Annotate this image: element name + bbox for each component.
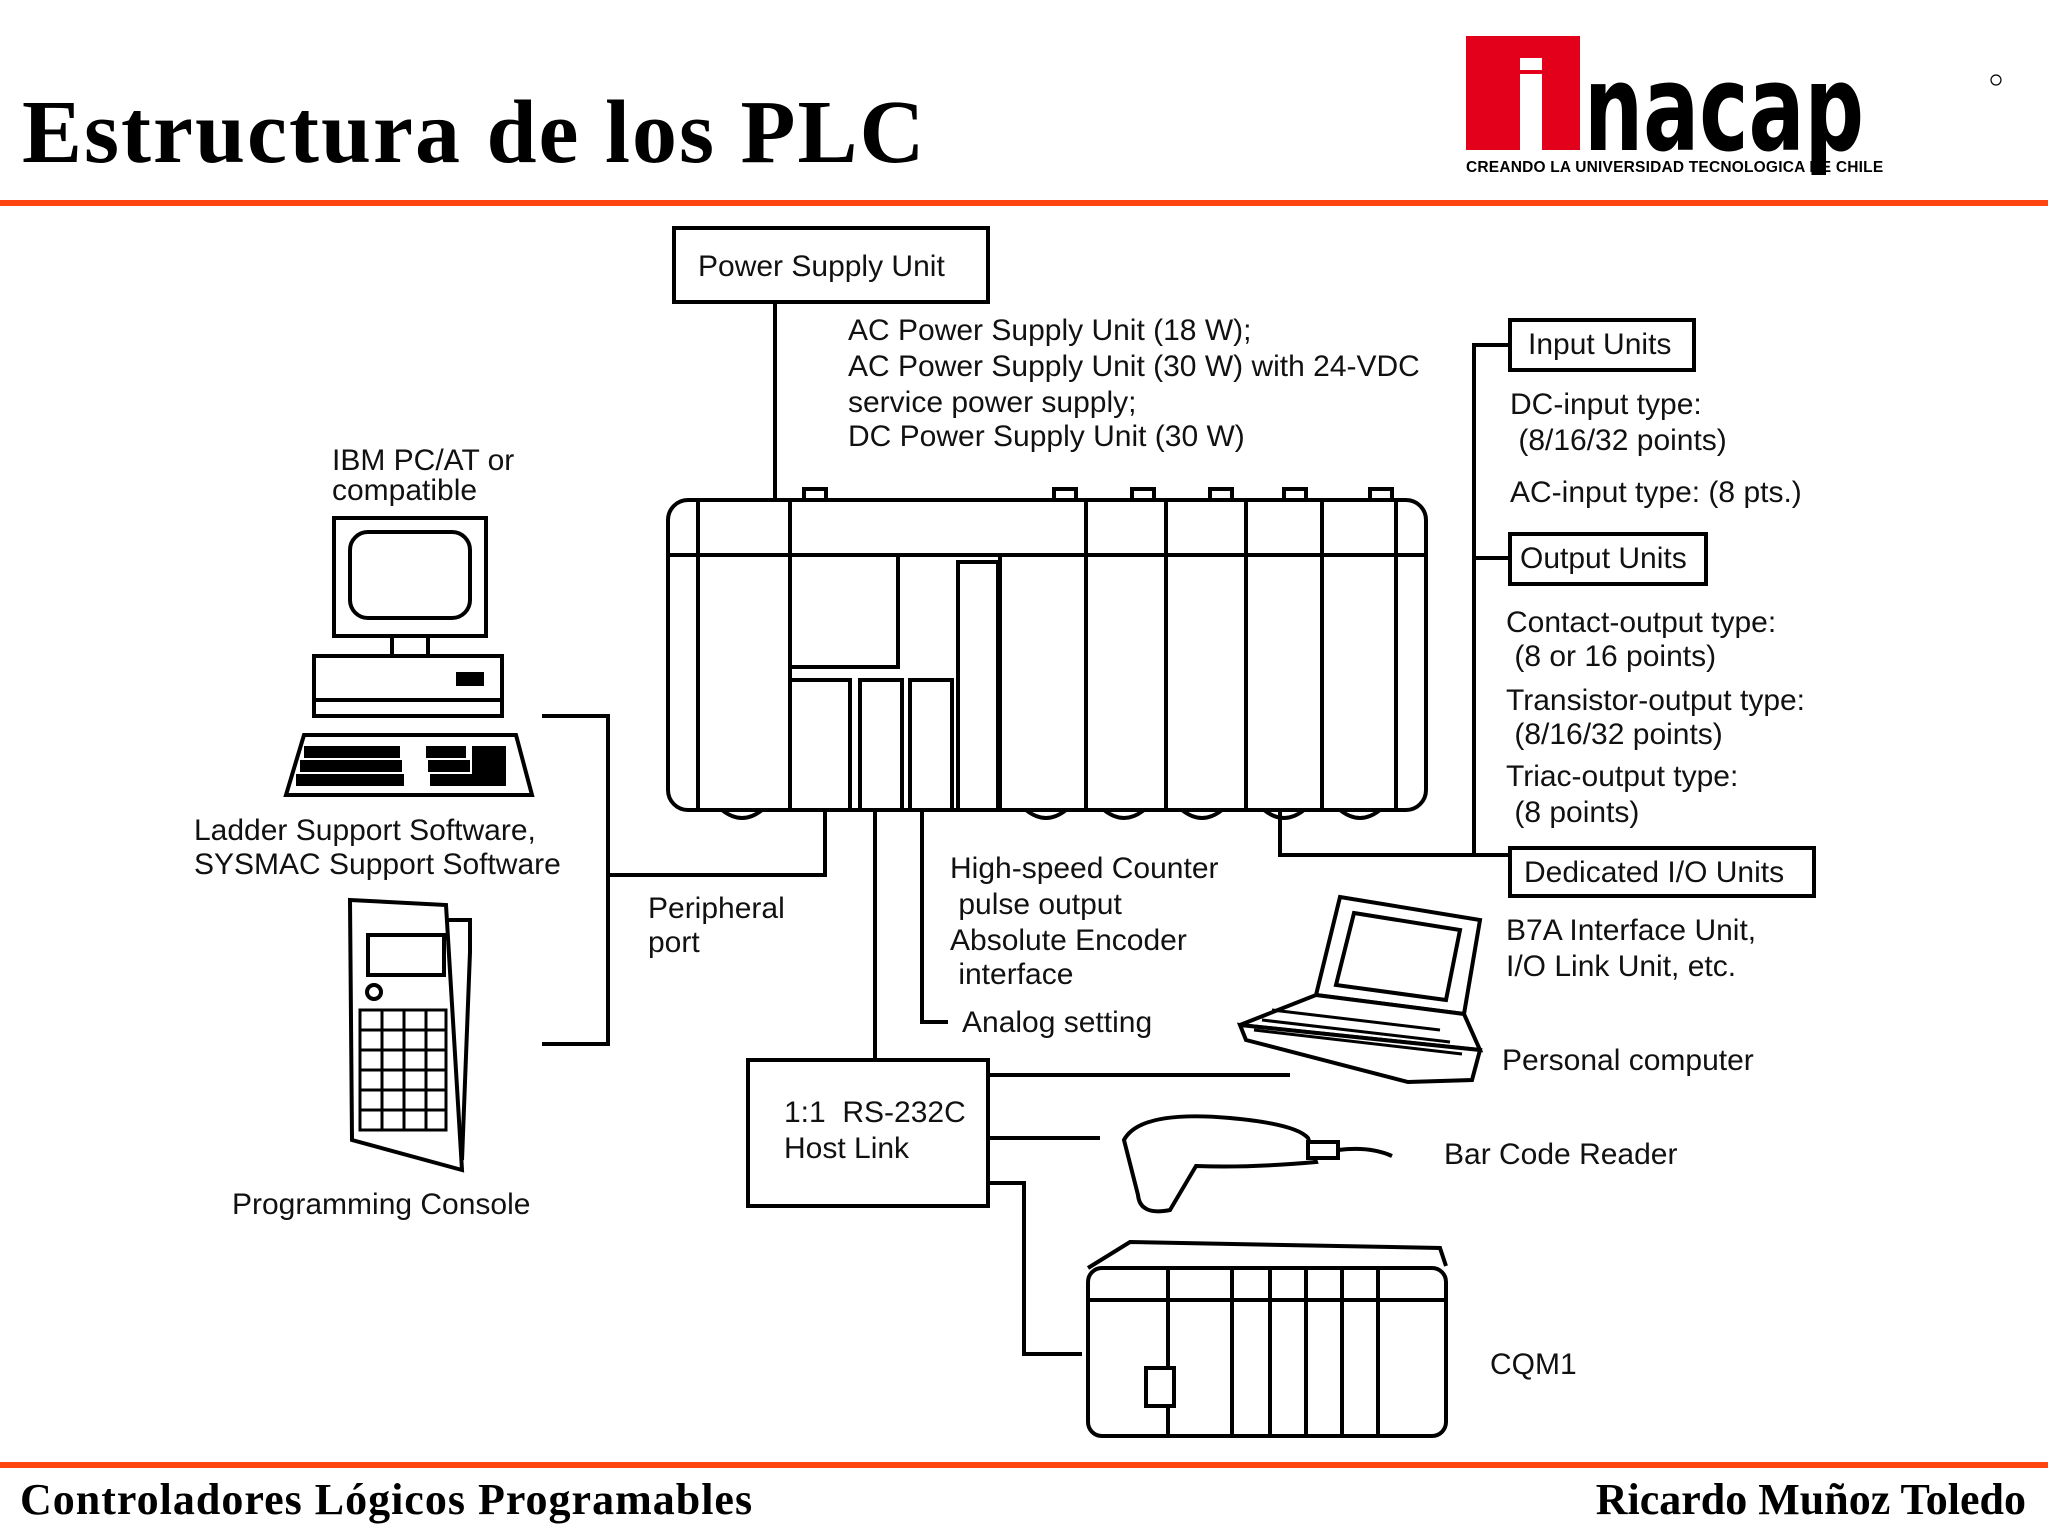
- output-desc-line-3: Transistor-output type:: [1506, 684, 1805, 717]
- input-desc-line-1: DC-input type:: [1510, 388, 1702, 421]
- power-desc-line-4: DC Power Supply Unit (30 W): [848, 420, 1245, 453]
- ibm-pc-label-line-2: compatible: [332, 474, 477, 507]
- dedicated-desc-line-1: B7A Interface Unit,: [1506, 914, 1756, 947]
- svg-text:nacap: nacap: [1584, 40, 1864, 179]
- power-desc-line-3: service power supply;: [848, 386, 1136, 419]
- output-desc-line-5: Triac-output type:: [1506, 760, 1738, 793]
- input-desc-line-3: AC-input type: (8 pts.): [1510, 476, 1802, 509]
- logo-tagline: CREANDO LA UNIVERSIDAD TECNOLOGICA DE CH…: [1466, 159, 1884, 176]
- host-link-line-2: Host Link: [784, 1132, 910, 1165]
- analog-setting-label: Analog setting: [962, 1006, 1152, 1039]
- power-supply-unit-label: Power Supply Unit: [698, 250, 945, 283]
- input-units-label: Input Units: [1528, 328, 1671, 361]
- cqm1-label: CQM1: [1490, 1348, 1577, 1381]
- ibm-pc-icon: [283, 516, 535, 797]
- personal-computer-icon: [1236, 894, 1484, 1085]
- dedicated-desc-line-2: I/O Link Unit, etc.: [1506, 950, 1736, 983]
- output-desc-line-2: (8 or 16 points): [1506, 640, 1716, 673]
- hs-counter-line-2: pulse output: [950, 888, 1122, 921]
- ladder-software-line-1: Ladder Support Software,: [194, 814, 536, 847]
- hs-counter-line-3: Absolute Encoder: [950, 924, 1187, 957]
- plc-rack: [666, 487, 1428, 820]
- peripheral-port-line-1: Peripheral: [648, 892, 785, 925]
- ladder-software-line-2: SYSMAC Support Software: [194, 848, 561, 881]
- inacap-logo: nacap: [1466, 36, 2002, 179]
- personal-computer-label: Personal computer: [1502, 1044, 1754, 1077]
- bar-code-reader-label: Bar Code Reader: [1444, 1138, 1677, 1171]
- footer-course-title: Controladores Lógicos Programables: [20, 1475, 754, 1524]
- hs-counter-line-1: High-speed Counter: [950, 852, 1219, 885]
- programming-console-icon: [347, 897, 472, 1173]
- hs-counter-line-4: interface: [950, 958, 1073, 991]
- output-desc-line-6: (8 points): [1506, 796, 1639, 829]
- output-desc-line-4: (8/16/32 points): [1506, 718, 1723, 751]
- output-desc-line-1: Contact-output type:: [1506, 606, 1776, 639]
- output-units-label: Output Units: [1520, 542, 1687, 575]
- dedicated-io-label: Dedicated I/O Units: [1524, 856, 1784, 889]
- ibm-pc-label-line-1: IBM PC/AT or: [332, 444, 514, 477]
- power-desc-line-2: AC Power Supply Unit (30 W) with 24-VDC: [848, 350, 1420, 383]
- power-desc-line-1: AC Power Supply Unit (18 W);: [848, 314, 1251, 347]
- bar-code-reader-icon: [1121, 1114, 1393, 1214]
- footer-divider: [0, 1462, 2048, 1468]
- peripheral-port-line-2: port: [648, 926, 700, 959]
- input-desc-line-2: (8/16/32 points): [1510, 424, 1727, 457]
- page-title: Estructura de los PLC: [22, 83, 927, 182]
- footer-author: Ricardo Muñoz Toledo: [1595, 1475, 2026, 1524]
- cqm1-icon: [1086, 1239, 1448, 1438]
- host-link-line-1: 1:1 RS-232C: [784, 1096, 966, 1129]
- header-divider: [0, 200, 2048, 206]
- programming-console-label: Programming Console: [232, 1188, 530, 1221]
